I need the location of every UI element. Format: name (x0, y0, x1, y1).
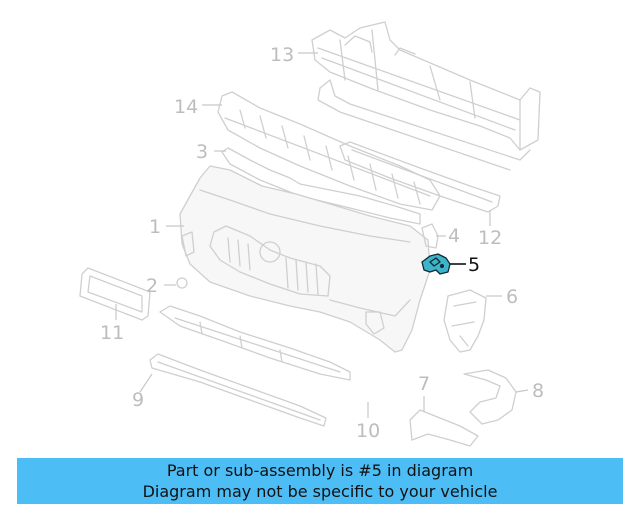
callout-6: 6 (506, 286, 518, 308)
callout-2: 2 (146, 275, 158, 297)
callout-10: 10 (356, 420, 380, 442)
parts-diagram: 13 14 3 1 4 12 5 2 6 11 7 8 9 10 (79, 21, 544, 447)
part-12-lower-reinforcement (339, 141, 501, 213)
part-7-corner-trim (409, 409, 479, 447)
part-5-bracket (421, 253, 451, 275)
part-1-bumper-cover (179, 165, 431, 353)
callout-11: 11 (100, 322, 124, 344)
callout-12: 12 (478, 227, 502, 249)
part-3-upper-trim (221, 147, 421, 225)
part-6-lamp-bracket (443, 289, 487, 353)
callout-labels: 13 14 3 1 4 12 5 2 6 11 7 8 9 10 (100, 44, 544, 442)
banner-line-1: Part or sub-assembly is #5 in diagram (166, 461, 474, 480)
part-2-clip (176, 277, 188, 289)
part-13-reinforcement-beam (311, 21, 541, 171)
callout-13: 13 (270, 44, 294, 66)
callout-5: 5 (468, 254, 480, 276)
part-8-side-bezel (463, 369, 517, 425)
callout-14: 14 (174, 96, 198, 118)
part-4-clip (421, 223, 439, 249)
callout-3: 3 (196, 141, 208, 163)
callout-7: 7 (418, 373, 430, 395)
part-10-lower-spoiler (159, 305, 351, 381)
leader-lines (115, 52, 529, 418)
info-banner: Part or sub-assembly is #5 in diagram Di… (17, 458, 623, 504)
callout-8: 8 (532, 380, 544, 402)
part-9-lower-trim (149, 353, 327, 427)
banner-line-2: Diagram may not be specific to your vehi… (142, 482, 498, 501)
callout-1: 1 (149, 216, 161, 238)
part-14-energy-absorber (217, 91, 441, 211)
part-11-license-bracket (79, 267, 151, 321)
callout-4: 4 (448, 225, 460, 247)
callout-9: 9 (132, 389, 144, 411)
